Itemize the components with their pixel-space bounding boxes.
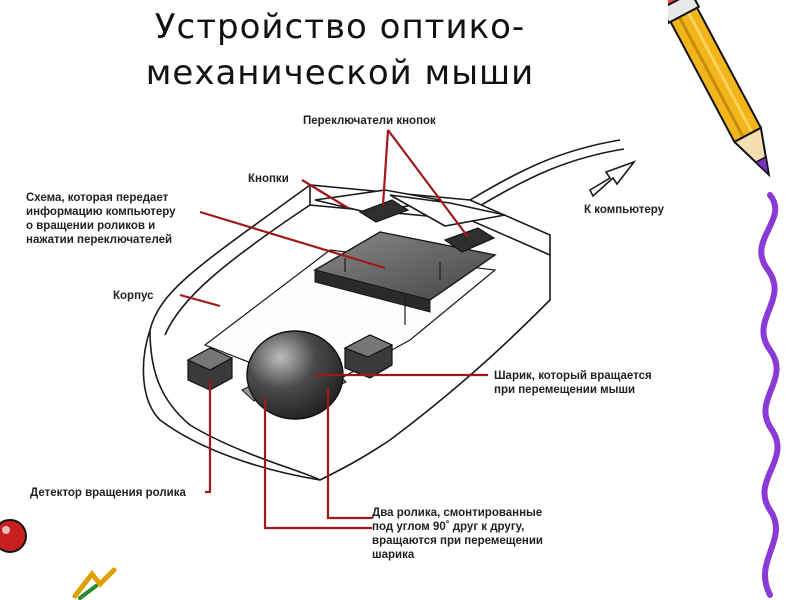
label-rollers-line-1: Два ролика, смонтированные <box>372 507 543 519</box>
label-to-computer: К компьютеру <box>584 204 665 216</box>
circuit-board <box>313 231 497 313</box>
label-ball-line-2: при перемещении мыши <box>494 384 636 396</box>
label-rollers: Два ролика, смонтированные под углом 90˚… <box>372 506 543 562</box>
label-circuit-line-2: информацию компьютеру <box>26 206 176 218</box>
button-switches <box>358 199 496 253</box>
label-rollers-line-3: вращаются при перемещении <box>372 535 543 547</box>
title-line-1: Устройство оптико- <box>154 7 526 47</box>
rotation-detectors <box>186 334 394 391</box>
ball-decoration <box>0 519 27 553</box>
title-line-2: механической мыши <box>145 53 535 93</box>
mouse-cable <box>469 139 625 208</box>
squiggle-decoration <box>758 192 781 598</box>
label-ball: Шарик, который вращается при перемещении… <box>494 369 652 397</box>
label-rollers-line-4: шарика <box>372 549 415 561</box>
arrow-to-computer-icon <box>588 160 637 198</box>
leader-lines <box>179 129 488 530</box>
label-rollers-line-2: под углом 90˚ друг к другу, <box>372 521 525 533</box>
switch-posts <box>344 258 441 325</box>
corner-decoration <box>72 567 117 600</box>
label-circuit: Схема, которая передает информацию компь… <box>26 191 176 247</box>
label-detector: Детектор вращения ролика <box>30 487 186 499</box>
label-circuit-line-1: Схема, которая передает <box>26 192 169 204</box>
label-circuit-line-3: о вращении роликов и <box>26 220 156 232</box>
label-circuit-line-4: нажатии переключателей <box>26 234 173 246</box>
label-body: Корпус <box>113 290 154 302</box>
label-ball-line-1: Шарик, который вращается <box>494 370 652 382</box>
pencil-icon <box>668 0 771 178</box>
mouse-body <box>142 184 551 481</box>
page-title: Устройство оптико- механической мыши <box>60 4 620 96</box>
label-switches: Переключатели кнопок <box>303 115 436 127</box>
label-buttons: Кнопки <box>248 173 289 185</box>
